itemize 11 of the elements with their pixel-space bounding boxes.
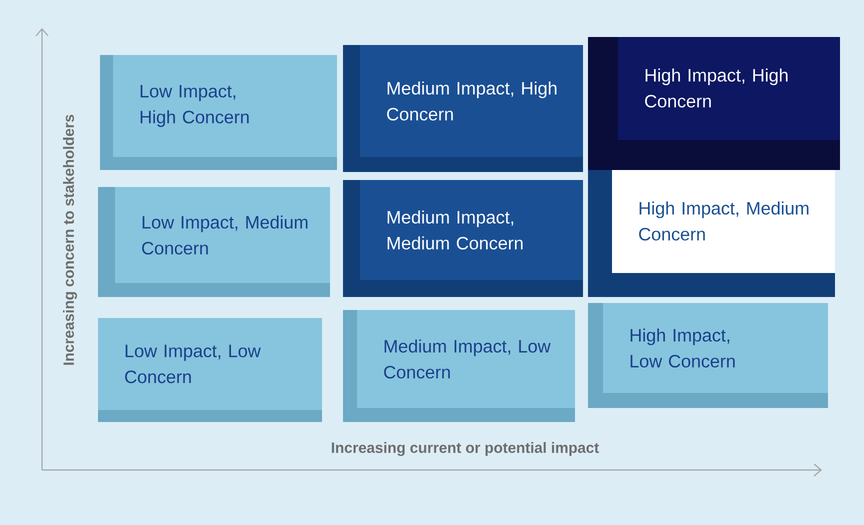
- matrix-box: High Impact, High Concern: [588, 37, 840, 170]
- matrix-box: Medium Impact, High Concern: [343, 45, 583, 172]
- matrix-box: High Impact, Medium Concern: [588, 170, 835, 297]
- axis-label: Increasing concern to stakeholders: [63, 114, 77, 365]
- axis-label: Increasing current or potential impact: [332, 442, 599, 456]
- matrix-box: Low Impact, Medium Concern: [98, 187, 330, 297]
- matrix-box: Medium Impact, Low Concern: [343, 310, 575, 422]
- matrix-box: Low Impact, Low Concern: [98, 318, 322, 422]
- matrix-box: High Impact, Low Concern: [588, 303, 828, 408]
- matrix-box: Low Impact, High Concern: [100, 55, 337, 170]
- matrix-box: Medium Impact, Medium Concern: [343, 180, 583, 297]
